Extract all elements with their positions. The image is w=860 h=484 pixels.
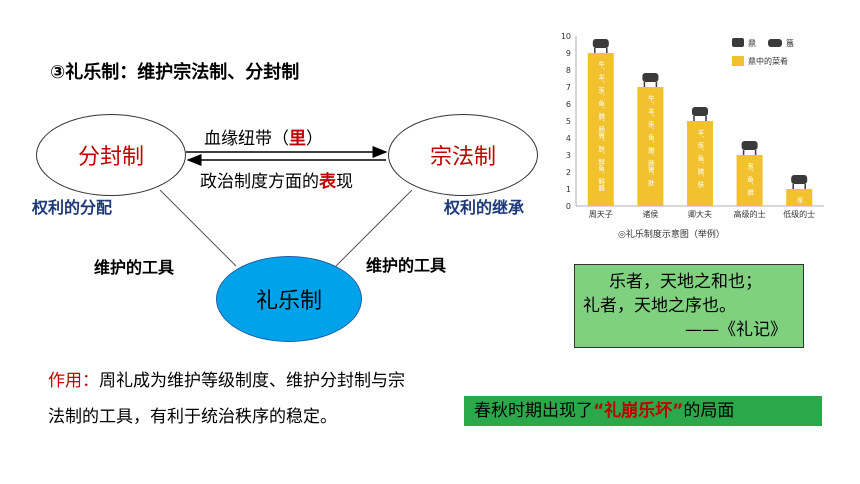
- legend-swatch: [732, 56, 744, 66]
- ding-icon: [791, 175, 808, 184]
- edge-top-label: 血缘纽带（里）: [204, 129, 323, 149]
- page-title: ③礼乐制：维护宗法制、分封制: [50, 62, 300, 83]
- x-tick-label: 卿大夫: [688, 209, 712, 219]
- y-tick-label: 0: [566, 202, 571, 211]
- chart-caption: ◎礼乐制度示意图（举例）: [618, 228, 725, 240]
- line-left-tool: [159, 189, 237, 267]
- ding-icon: [642, 73, 659, 82]
- quote-source: ——《礼记》: [685, 320, 787, 340]
- diagram-connectors: [159, 146, 413, 267]
- y-tick-label: 2: [566, 168, 571, 177]
- line-right-tool: [335, 189, 413, 267]
- effect-line-1: 作用：周礼成为维护等级制度、维护分封制与宗: [48, 371, 405, 391]
- ding-icon: [592, 39, 609, 48]
- legend-gui-icon: [768, 39, 782, 47]
- y-tick-label: 4: [566, 134, 571, 143]
- label-left: 权利的分配: [32, 198, 113, 217]
- right-tool-label: 维护的工具: [366, 256, 447, 275]
- quote-line-1: 乐者，天地之和也；: [609, 272, 762, 292]
- legend-ding: 鼎: [748, 39, 756, 48]
- node-zongfa: 宗法制: [388, 114, 538, 196]
- legend-gui: 簋: [786, 38, 794, 48]
- y-tick-label: 9: [566, 49, 571, 58]
- bar: [786, 189, 813, 206]
- ding-icon: [692, 107, 708, 116]
- ritual-chart: 0 1 2 3 4 5 6 7 8 9 10 牛、羊、豕、鱼、腊、肠胃、肤、鲜鱼、鲜腊周天子 牛、羊、豕…: [554, 30, 830, 242]
- y-tick-label: 7: [566, 83, 571, 92]
- quote-line-2: 礼者，天地之序也。: [583, 296, 736, 316]
- left-tool-label: 维护的工具: [94, 258, 175, 277]
- bar: [587, 53, 614, 206]
- banner: 春秋时期出现了“礼崩乐坏”的局面: [464, 396, 822, 426]
- y-tick-label: 8: [566, 66, 571, 75]
- bar-text: 牛、羊、豕、鱼、腊、肠胃、肤: [646, 94, 654, 188]
- x-tick-label: 低级的士: [783, 209, 815, 219]
- bar: [637, 87, 664, 206]
- y-tick-label: 3: [566, 151, 571, 160]
- ding-icon: [741, 141, 758, 150]
- y-tick-label: 5: [566, 117, 571, 126]
- x-tick-label: 诸侯: [642, 210, 658, 219]
- legend-dish: 鼎中的菜肴: [748, 56, 788, 66]
- quote-box: 乐者，天地之和也； 礼者，天地之序也。 ——《礼记》: [574, 264, 804, 348]
- y-tick-label: 6: [566, 100, 571, 109]
- x-tick-label: 周天子: [589, 210, 613, 219]
- bar-text: 牛、羊、豕、鱼、腊、肠胃、肤、鲜鱼、鲜腊: [597, 60, 605, 193]
- y-tick-label: 10: [561, 32, 571, 41]
- bar-text: 豕、鱼、腊: [746, 163, 754, 197]
- bar: [736, 155, 763, 206]
- edge-bottom-label: 政治制度方面的表现: [200, 172, 353, 192]
- bar-text: 羊、豕、鱼、腊、肤: [696, 128, 704, 189]
- bar-text: 豕: [795, 197, 803, 204]
- effect-line-2: 法制的工具，有利于统治秩序的稳定。: [48, 407, 337, 427]
- node-fenfeng: 分封制: [36, 114, 186, 196]
- legend-ding-icon: [732, 38, 744, 47]
- node-liyue: 礼乐制: [216, 256, 362, 342]
- x-tick-label: 高级的士: [734, 209, 766, 219]
- y-tick-label: 1: [566, 185, 571, 194]
- bar: [687, 121, 713, 206]
- label-right: 权利的继承: [444, 198, 525, 217]
